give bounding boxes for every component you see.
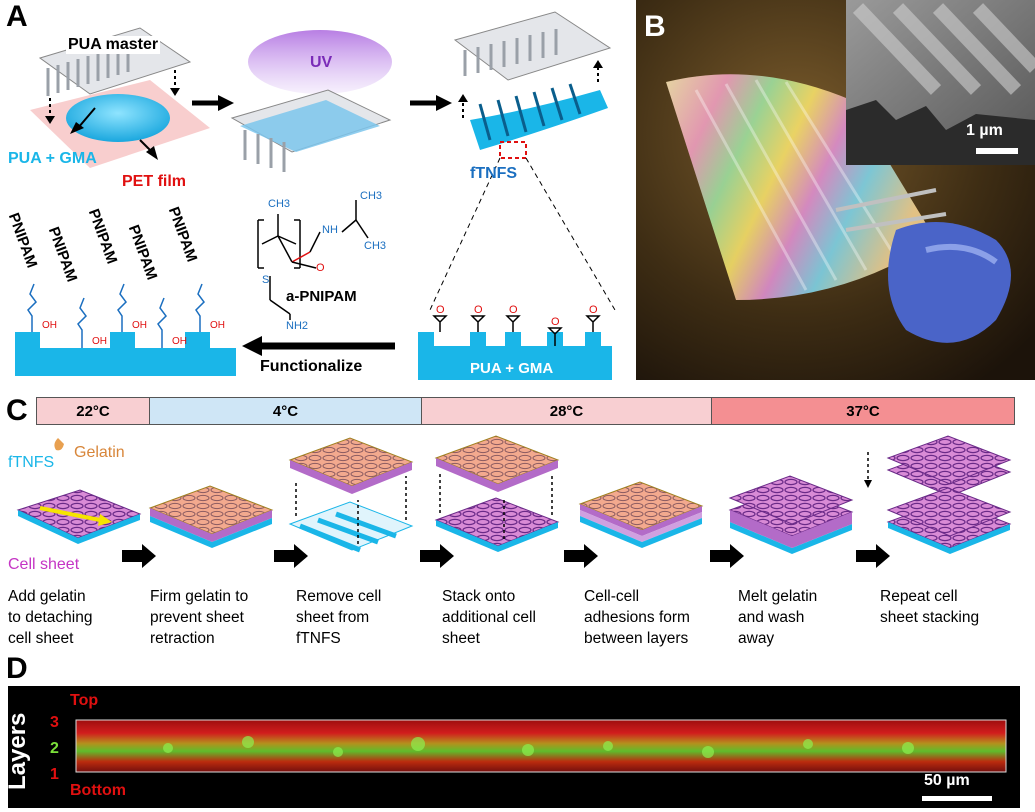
chem-ch3-top: CH3 <box>268 198 291 210</box>
pnipam-substrate: OH OH OH OH OH <box>15 283 236 376</box>
svg-text:OH: OH <box>210 320 225 331</box>
pua-gma-substrate-label: PUA + GMA <box>470 360 554 377</box>
step-5-graphic <box>578 481 704 548</box>
resin-drop <box>66 94 170 142</box>
a-pnipam-label: a-PNIPAM <box>286 288 357 305</box>
chem-nh: NH <box>322 224 338 236</box>
panel-label-d: D <box>6 652 28 685</box>
layer-1-label: 1 <box>50 766 59 783</box>
step-2-graphic <box>148 485 274 548</box>
fluorescence-scalebar <box>922 796 992 801</box>
tissue-cross-section <box>76 720 1006 772</box>
svg-text:O: O <box>474 304 483 316</box>
svg-text:OH: OH <box>92 336 107 347</box>
layer-3-label: 3 <box>50 714 59 731</box>
chem-ch3-r1: CH3 <box>360 190 383 202</box>
svg-text:O: O <box>436 304 445 316</box>
panel-b-photo <box>636 0 1035 380</box>
uv-label: UV <box>310 54 333 71</box>
sem-scale-label: 1 µm <box>966 122 1003 139</box>
svg-text:OH: OH <box>42 320 57 331</box>
svg-text:O: O <box>509 304 518 316</box>
uv-glow <box>248 30 392 94</box>
panel-label-a: A <box>6 0 28 33</box>
svg-text:O: O <box>551 316 560 328</box>
temp-37: 37°C <box>711 397 1015 425</box>
gma-substrate: O O O O O <box>418 304 612 380</box>
cell-sheet-label: Cell sheet <box>8 556 80 573</box>
temp-22: 22°C <box>36 397 150 425</box>
panel-label-c: C <box>6 394 28 427</box>
pua-gma-label: PUA + GMA <box>8 150 97 167</box>
pua-master-label: PUA master <box>66 36 161 54</box>
functionalize-label: Functionalize <box>260 358 363 375</box>
svg-text:O: O <box>589 304 598 316</box>
ftnfs-label-c: fTNFS <box>8 454 55 471</box>
top-label: Top <box>70 692 99 709</box>
step-6-graphic <box>728 475 854 554</box>
sem-scalebar <box>976 148 1018 154</box>
layers-label: Layers <box>4 712 31 790</box>
ftnfs-label: fTNFS <box>470 165 518 182</box>
scale-50um-label: 50 µm <box>924 772 970 789</box>
chem-s: S <box>262 274 270 286</box>
bottom-label: Bottom <box>70 782 126 799</box>
step-7-graphic <box>864 435 1012 554</box>
panel-c-stacking-diagram <box>16 435 1012 568</box>
a-pnipam-structure <box>257 200 369 320</box>
pet-film-label: PET film <box>122 173 187 190</box>
chem-o: O <box>316 262 325 274</box>
temp-4: 4°C <box>149 397 422 425</box>
svg-text:OH: OH <box>132 320 147 331</box>
chem-ch3-r2: CH3 <box>364 240 387 252</box>
layer-2-label: 2 <box>50 740 59 757</box>
panel-label-b: B <box>644 10 666 43</box>
gelatin-label: Gelatin <box>74 444 125 461</box>
step-3-graphic <box>288 437 414 553</box>
svg-text:OH: OH <box>172 336 187 347</box>
chem-nh2: NH2 <box>286 320 309 332</box>
step-1-graphic <box>16 438 142 544</box>
panel-d-fluorescence <box>8 686 1020 808</box>
step-4-graphic <box>434 435 560 552</box>
ftnfs-film <box>470 90 608 150</box>
temp-28: 28°C <box>421 397 712 425</box>
